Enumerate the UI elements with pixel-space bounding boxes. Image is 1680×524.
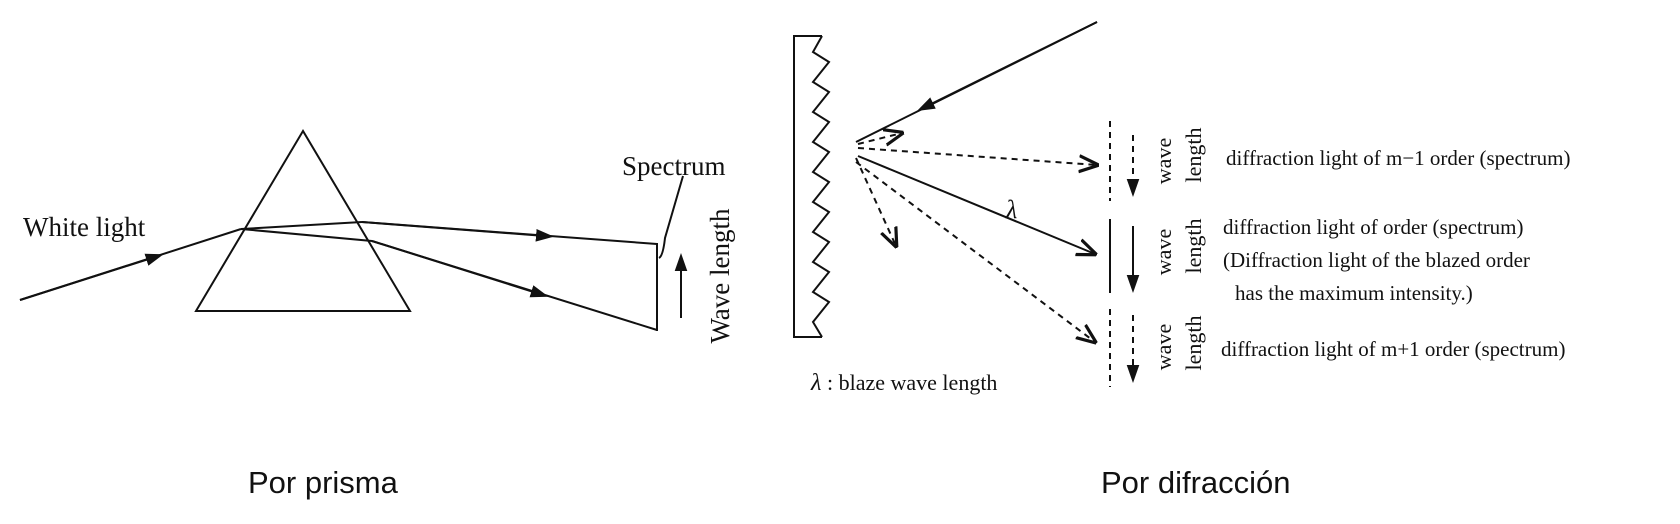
order-description-line: diffraction light of order (spectrum) <box>1223 215 1524 239</box>
lambda-ray-label: λ <box>1005 195 1017 224</box>
order-description-line: has the maximum intensity.) <box>1235 281 1473 305</box>
white-light-label: White light <box>23 212 146 242</box>
ray-order-m-plus-1 <box>855 161 1095 342</box>
white-light-arrow <box>19 253 164 301</box>
axis-label-wave: wave <box>1151 324 1176 370</box>
diffraction-caption: Por difracción <box>1101 465 1291 500</box>
order-description-line: diffraction light of m+1 order (spectrum… <box>1221 337 1566 361</box>
order-description-m-minus-1: diffraction light of m−1 order (spectrum… <box>1226 148 1570 169</box>
scatter-arrow-up <box>857 133 902 144</box>
blaze-legend-symbol: λ <box>810 370 821 396</box>
spectrum-label: Spectrum <box>622 151 725 181</box>
order-description-m-plus-1: diffraction light of m+1 order (spectrum… <box>1221 339 1565 360</box>
inner-ray-lower <box>240 228 373 242</box>
order-description-line: (Diffraction light of the blazed order <box>1223 248 1530 272</box>
spectrum-pointer <box>658 175 684 259</box>
exit-ray-lower-arrow <box>371 240 549 298</box>
exit-ray-upper-arrow <box>361 221 554 242</box>
axis-label-length: length <box>1181 219 1206 274</box>
axis-label-length: length <box>1181 316 1206 371</box>
ray-order-blazed <box>857 155 1095 254</box>
axis-label-length: length <box>1181 128 1206 183</box>
axis-label-wave: wave <box>1151 229 1176 275</box>
scatter-arrow-down <box>855 157 896 246</box>
prism-diagram <box>19 129 688 331</box>
grating-grooves <box>811 35 831 338</box>
grating-body <box>793 35 822 338</box>
incident-ray-arrow <box>916 21 1098 111</box>
inner-ray-upper <box>240 221 363 230</box>
ray-order-m-minus-1 <box>857 147 1097 165</box>
prism-triangle <box>194 129 412 312</box>
wave-length-label: Wave length <box>705 208 735 344</box>
prism-caption: Por prisma <box>248 465 398 500</box>
order-description-line: diffraction light of m−1 order (spectrum… <box>1226 146 1571 170</box>
order-description-blazed: diffraction light of order (spectrum) (D… <box>1223 211 1530 310</box>
grating-diagram: λ wave length wave length wave length λ … <box>793 21 1206 396</box>
blaze-legend-text: : blaze wave length <box>827 370 997 395</box>
axis-label-wave: wave <box>1151 138 1176 184</box>
